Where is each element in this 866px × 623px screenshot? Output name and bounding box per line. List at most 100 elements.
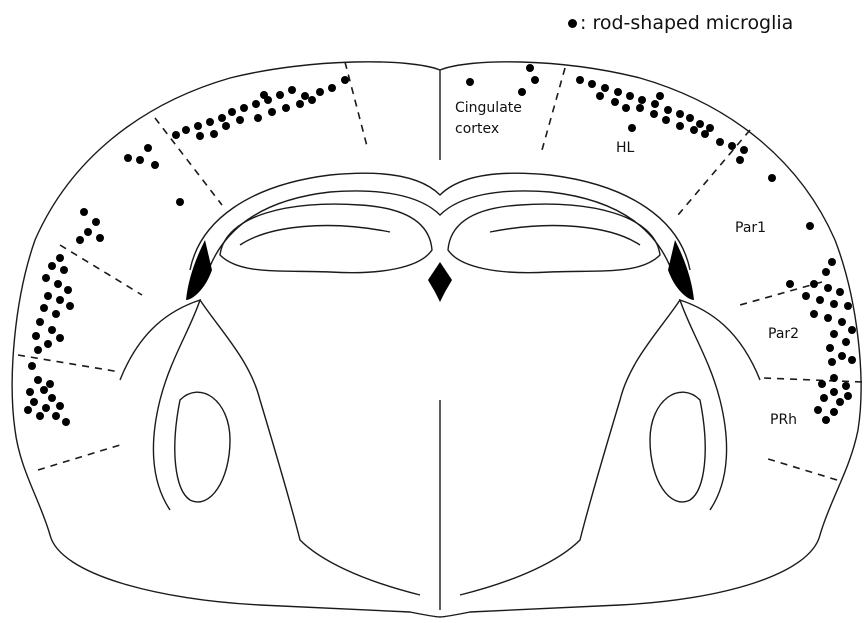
microglia-marker — [56, 296, 64, 304]
microglia-marker — [628, 124, 636, 132]
microglia-marker — [124, 154, 132, 162]
region-label-cingulate: Cingulate cortex — [455, 100, 522, 138]
microglia-marker — [836, 288, 844, 296]
microglia-marker — [828, 358, 836, 366]
boundary-r5 — [765, 458, 837, 480]
microglia-marker — [182, 126, 190, 134]
microglia-marker — [48, 326, 56, 334]
microglia-marker — [844, 392, 852, 400]
microglia-marker — [236, 116, 244, 124]
microglia-marker — [768, 174, 776, 182]
lateral-ventricle-right — [668, 240, 694, 300]
boundary-l5 — [38, 445, 120, 470]
microglia-marker — [268, 108, 276, 116]
microglia-marker — [838, 318, 846, 326]
microglia-marker — [822, 268, 830, 276]
microglia-marker — [662, 116, 670, 124]
microglia-marker — [176, 198, 184, 206]
ventricles — [186, 240, 694, 302]
microglia-marker — [56, 334, 64, 342]
microglia-marker — [92, 218, 100, 226]
microglia-marker — [526, 64, 534, 72]
microglia-marker — [56, 402, 64, 410]
microglia-marker — [260, 91, 268, 99]
microglia-marker — [802, 292, 810, 300]
microglia-marker — [254, 114, 262, 122]
microglia-marker — [341, 76, 349, 84]
microglia-marker — [222, 122, 230, 130]
microglia-marker — [830, 408, 838, 416]
microglia-marker — [531, 76, 539, 84]
microglia-marker — [656, 92, 664, 100]
microglia-marker — [44, 340, 52, 348]
microglia-marker — [596, 92, 604, 100]
microglia-marker — [824, 314, 832, 322]
microglia-marker — [328, 84, 336, 92]
microglia-marker — [28, 362, 36, 370]
microglia-marker — [151, 161, 159, 169]
microglia-marker — [826, 344, 834, 352]
thalamus-left — [200, 300, 420, 595]
microglia-marker — [728, 142, 736, 150]
microglia-marker — [740, 146, 748, 154]
legend: : rod-shaped microglia — [568, 12, 793, 34]
microglia-marker — [40, 386, 48, 394]
microglia-marker — [806, 222, 814, 230]
boundary-l3 — [60, 245, 142, 295]
microglia-marker — [240, 104, 248, 112]
microglia-marker — [622, 104, 630, 112]
microglia-marker — [651, 100, 659, 108]
microglia-marker — [518, 88, 526, 96]
microglia-marker — [288, 86, 296, 94]
microglia-marker — [194, 122, 202, 130]
microglia-marker — [56, 254, 64, 262]
microglia-marker — [172, 131, 180, 139]
microglia-marker — [30, 398, 38, 406]
microglia-marker — [842, 382, 850, 390]
microglia-marker — [36, 412, 44, 420]
microglia-marker — [848, 356, 856, 364]
region-label-par1: Par1 — [735, 220, 766, 237]
legend-marker-icon — [568, 19, 577, 28]
microglia-marker — [228, 108, 236, 116]
microglia-marker — [810, 280, 818, 288]
boundary-l1 — [345, 62, 368, 150]
microglia-marker — [252, 100, 260, 108]
amygdala-left — [175, 392, 230, 502]
microglia-marker — [52, 412, 60, 420]
microglia-marker — [136, 156, 144, 164]
region-label-cingulate-line2: cortex — [455, 121, 522, 138]
microglia-marker — [34, 376, 42, 384]
microglia-marker — [54, 280, 62, 288]
microglia-marker — [650, 110, 658, 118]
microglia-marker — [308, 96, 316, 104]
microglia-marker — [52, 310, 60, 318]
microglia-marker — [828, 258, 836, 266]
microglia-marker — [26, 388, 34, 396]
microglia-marker — [62, 418, 70, 426]
microglia-marker — [810, 310, 818, 318]
microglia-marker — [576, 76, 584, 84]
microglia-marker — [626, 92, 634, 100]
microglia-marker — [40, 304, 48, 312]
internal-capsule-right — [680, 300, 760, 510]
microglia-marker — [836, 398, 844, 406]
microglia-marker — [716, 138, 724, 146]
microglia-marker — [830, 330, 838, 338]
microglia-marker — [676, 122, 684, 130]
microglia-marker — [830, 388, 838, 396]
microglia-marker — [276, 91, 284, 99]
amygdala-right — [650, 392, 705, 502]
microglia-marker — [664, 106, 672, 114]
microglia-marker — [46, 380, 54, 388]
region-label-cingulate-line1: Cingulate — [455, 100, 522, 117]
microglia-marker — [614, 88, 622, 96]
microglia-marker — [66, 302, 74, 310]
microglia-marker — [144, 144, 152, 152]
thalamus-right — [460, 300, 680, 595]
microglia-marker — [316, 88, 324, 96]
microglia-marker — [296, 100, 304, 108]
microglia-marker — [838, 352, 846, 360]
microglia-marker — [48, 262, 56, 270]
